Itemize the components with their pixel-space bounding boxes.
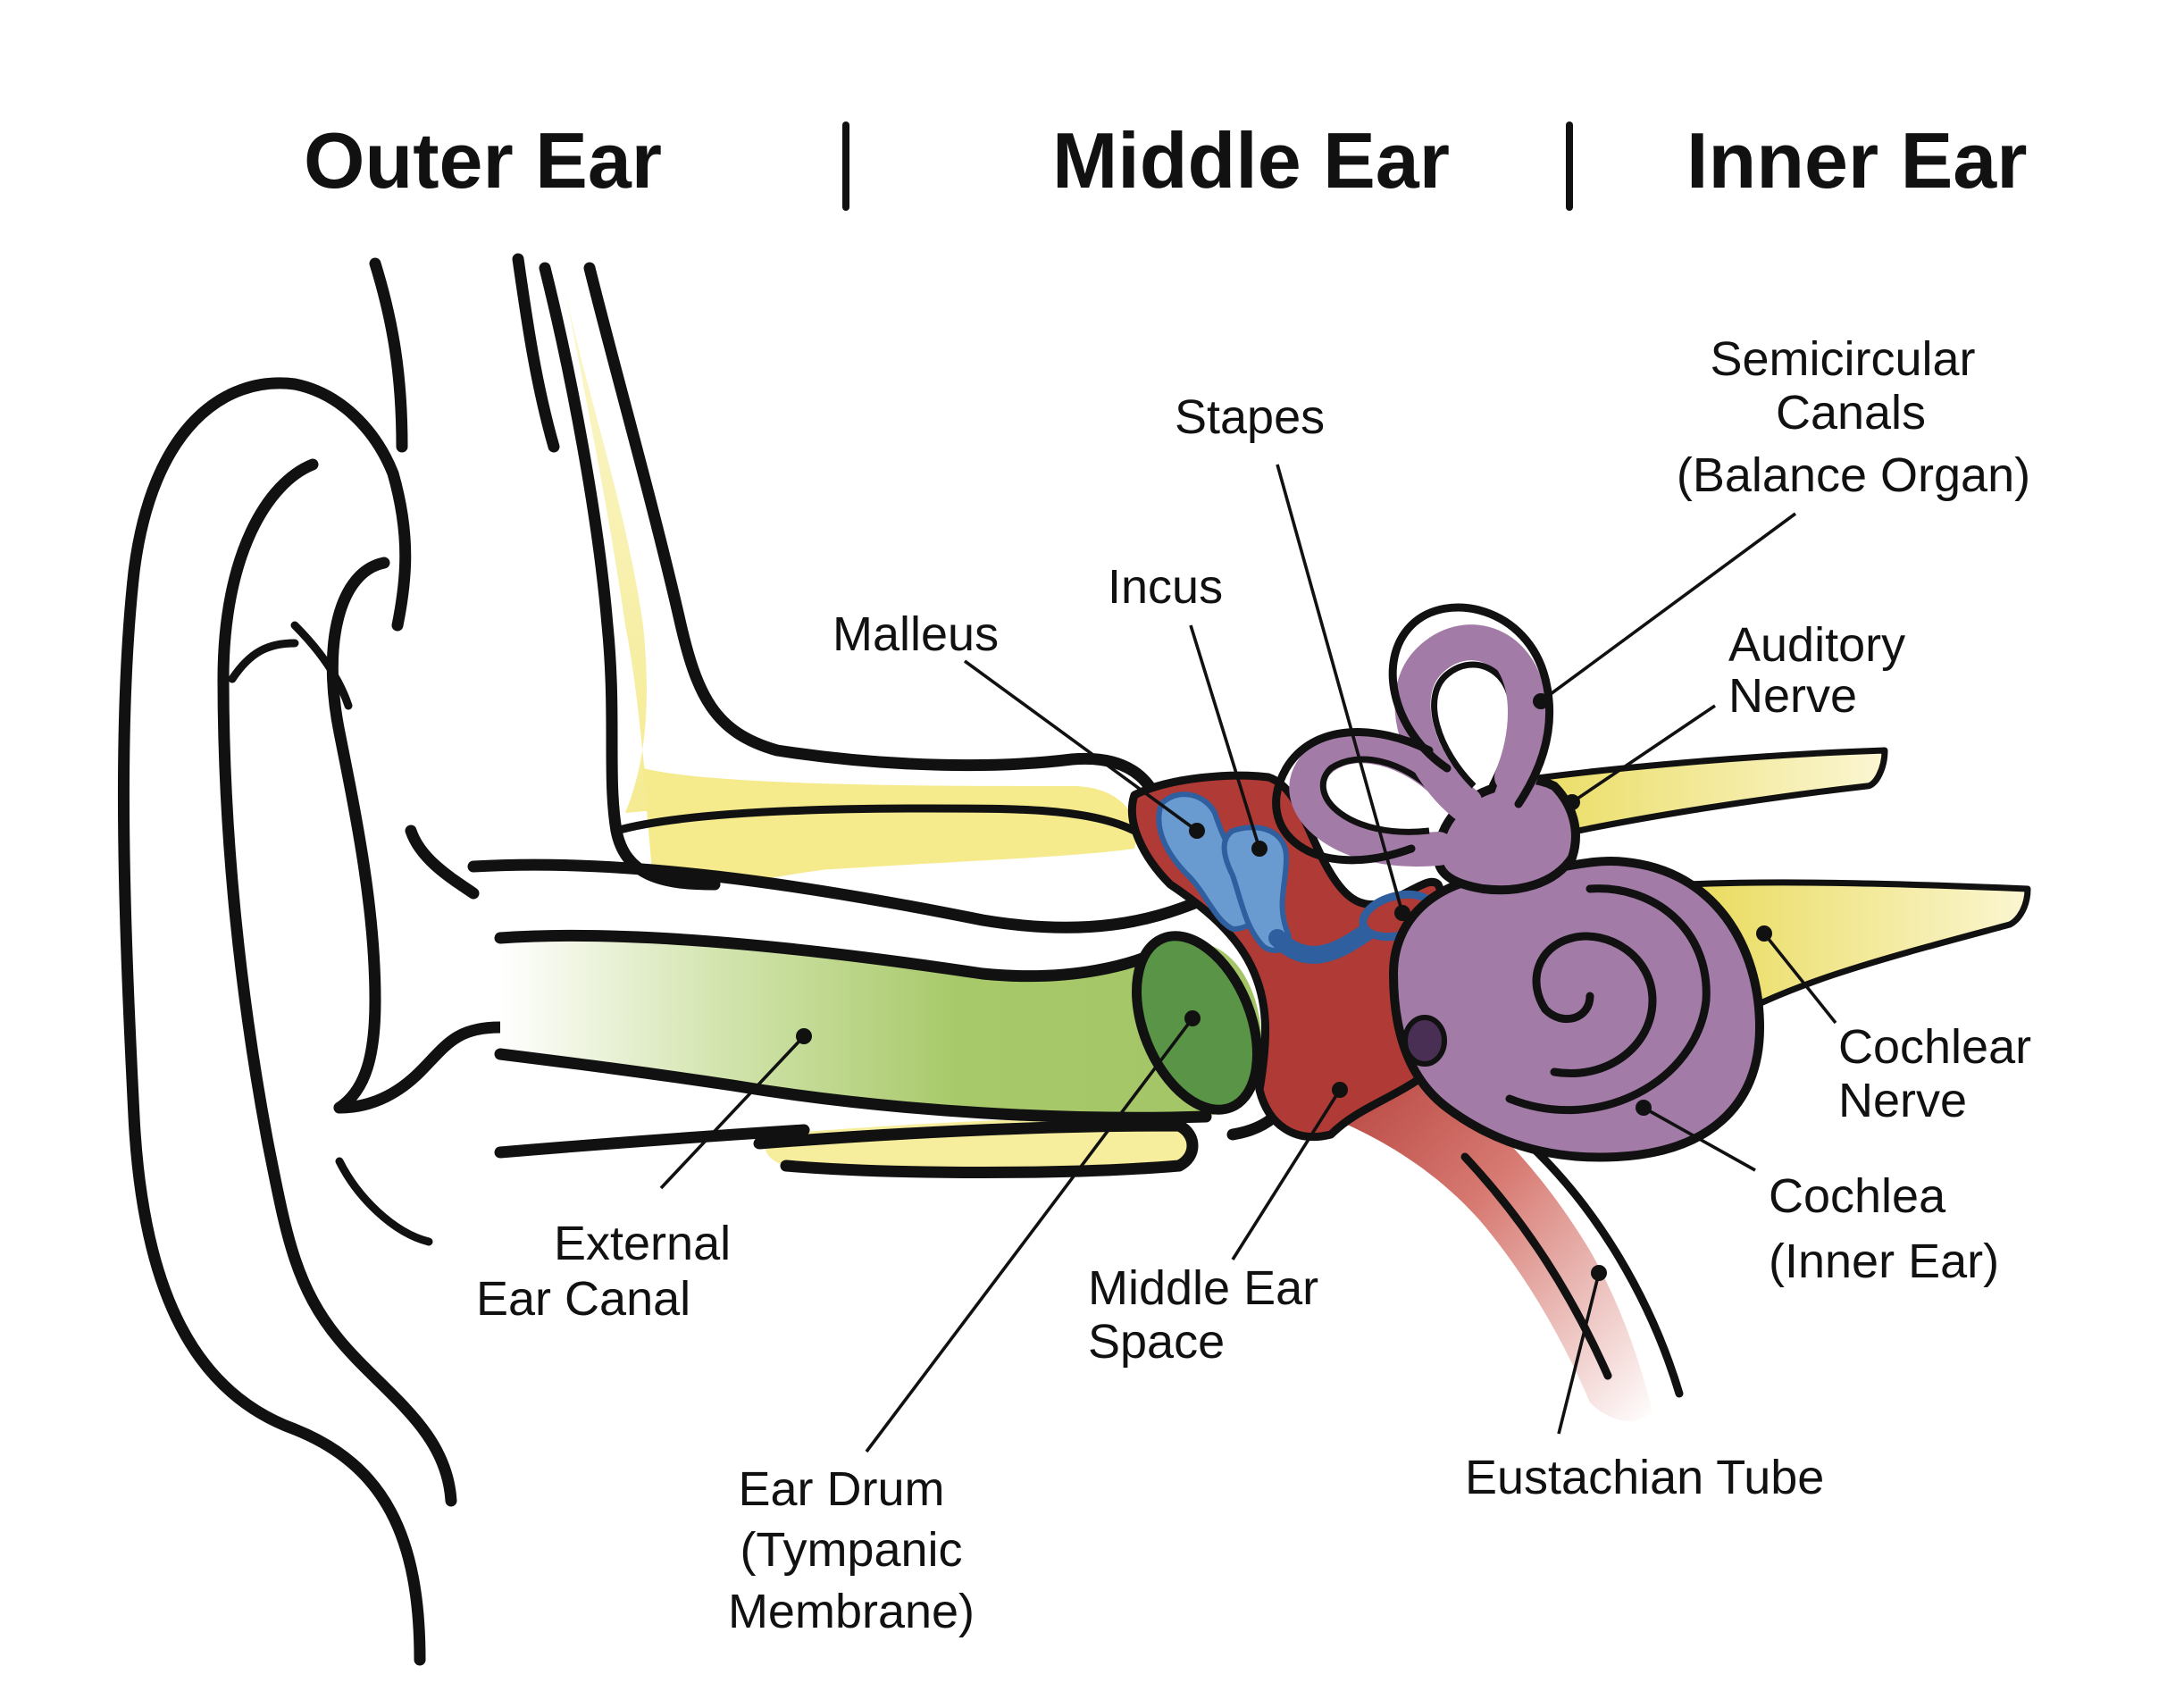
external-ear-canal: [467, 858, 1303, 1159]
label-semicircular-line-1: Semicircular: [1710, 332, 1975, 386]
label-semicircular-line-3: (Balance Organ): [1677, 448, 2030, 502]
header-middle-ear: Middle Ear: [1052, 116, 1450, 205]
label-eardrum-line-2: (Tympanic: [740, 1523, 962, 1577]
label-cochlea-line-2: (Inner Ear): [1769, 1235, 1999, 1288]
label-auditory-line-2: Nerve: [1728, 669, 1857, 723]
label-middle-space-line-2: Space: [1088, 1315, 1225, 1369]
label-eustachian-tube: Eustachian Tube: [1465, 1451, 1824, 1504]
leader-lines: [659, 464, 1837, 1453]
outer-ear-auricle: [117, 253, 560, 1666]
label-cochlear-nerve-line-1: Cochlear: [1838, 1020, 2031, 1074]
header-inner-ear: Inner Ear: [1686, 116, 2027, 205]
header-outer-ear: Outer Ear: [304, 116, 662, 205]
cochlear-nerve: [1685, 879, 2031, 1031]
labels: Stapes Semicircular Canals (Balance Orga…: [476, 332, 2031, 1638]
label-stapes: Stapes: [1175, 390, 1325, 444]
label-auditory-line-1: Auditory: [1728, 618, 1905, 672]
round-window: [1402, 1015, 1447, 1067]
label-eardrum-line-1: Ear Drum: [738, 1462, 944, 1516]
label-semicircular-line-2: Canals: [1776, 386, 1926, 440]
label-incus: Incus: [1108, 560, 1223, 614]
auditory-nerve: [1506, 747, 1888, 848]
semicircular-canals: [1289, 729, 1464, 867]
label-eardrum-line-3: Membrane): [728, 1585, 975, 1638]
label-cochlear-nerve-line-2: Nerve: [1838, 1074, 1967, 1127]
label-middle-space-line-1: Middle Ear: [1088, 1261, 1318, 1315]
label-cochlea-line-1: Cochlea: [1769, 1169, 1946, 1223]
label-malleus: Malleus: [832, 607, 999, 661]
label-canal-line-1: External: [554, 1217, 731, 1270]
inner-ear: [1272, 603, 2031, 1162]
label-canal-line-2: Ear Canal: [476, 1272, 690, 1326]
